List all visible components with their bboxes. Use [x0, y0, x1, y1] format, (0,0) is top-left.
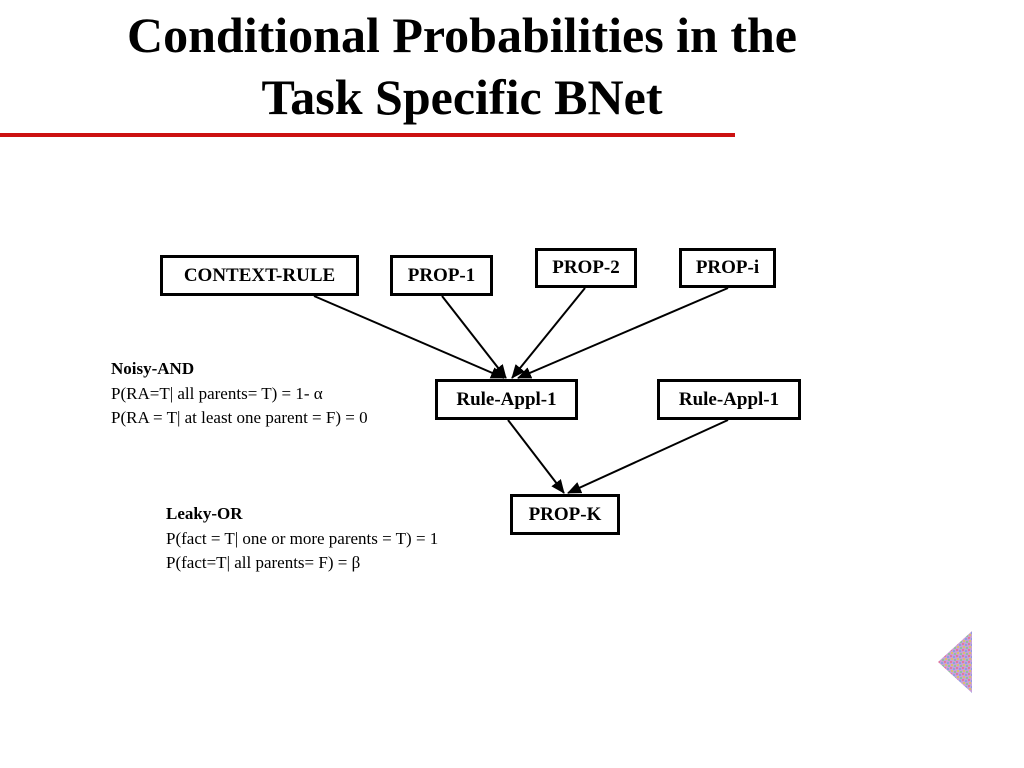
title-line-2: Task Specific BNet [261, 69, 663, 125]
leaky-or-line-2: P(fact=T| all parents= F) = β [166, 553, 361, 572]
slide-title: Conditional Probabilities in the Task Sp… [0, 4, 924, 128]
noisy-and-line-1: P(RA=T| all parents= T) = 1- α [111, 383, 323, 403]
diamond-nav-icon[interactable] [938, 631, 972, 693]
leaky-or-heading: Leaky-OR [166, 504, 243, 523]
noisy-and-note: Noisy-AND P(RA=T| all parents= T) = 1- α… [111, 357, 368, 431]
noisy-and-line-2: P(RA = T| at least one parent = F) = 0 [111, 408, 368, 427]
edge-prop-2-to-rule-appl [511, 287, 586, 379]
node-prop-1: PROP-1 [390, 255, 493, 296]
node-rule-appl-left: Rule-Appl-1 [435, 379, 578, 420]
node-prop-k: PROP-K [510, 494, 620, 535]
leaky-or-line-1: P(fact = T| one or more parents = T) = 1 [166, 528, 439, 548]
title-underline [0, 133, 735, 137]
node-rule-appl-right: Rule-Appl-1 [657, 379, 801, 420]
edge-context-rule-to-rule-appl [313, 295, 505, 379]
title-line-1: Conditional Probabilities in the [126, 7, 798, 63]
edge-rule-appl-right-to-prop-k [567, 419, 729, 494]
edge-prop-i-to-rule-appl [517, 287, 729, 379]
leaky-or-note: Leaky-OR P(fact = T| one or more parents… [166, 502, 438, 576]
node-context-rule: CONTEXT-RULE [160, 255, 359, 296]
node-prop-i: PROP-i [679, 248, 776, 288]
node-prop-2: PROP-2 [535, 248, 637, 288]
edge-prop-1-to-rule-appl [441, 295, 507, 379]
edge-rule-appl-to-prop-k [507, 419, 565, 494]
noisy-and-heading: Noisy-AND [111, 359, 195, 378]
